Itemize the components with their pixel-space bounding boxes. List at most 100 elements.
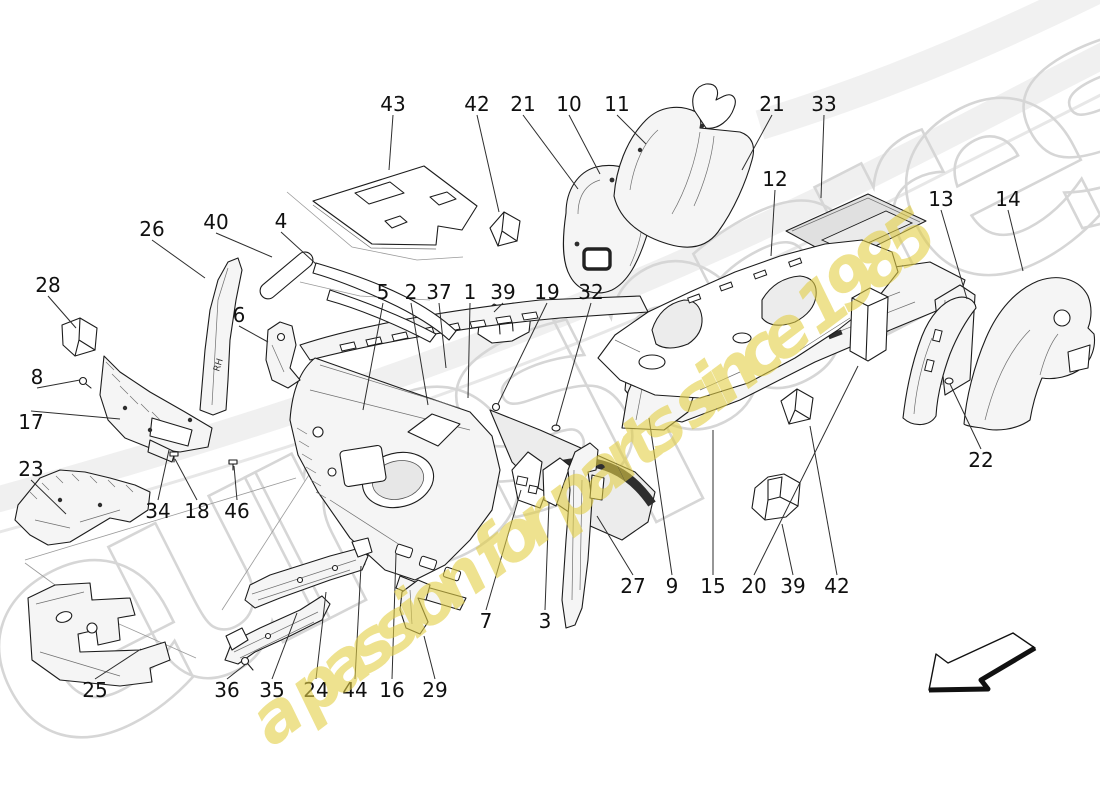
leader-line-3 [544, 501, 550, 611]
callout-14[interactable]: 14 [995, 187, 1020, 211]
callout-20[interactable]: 20 [741, 574, 766, 598]
leader-line-27 [596, 515, 634, 576]
leader-line-11 [616, 114, 647, 145]
part-patch-3 [542, 457, 571, 507]
callout-9[interactable]: 9 [666, 574, 679, 598]
callout-42[interactable]: 42 [464, 92, 489, 116]
leader-line-43 [388, 114, 394, 171]
part-patch-1 [407, 413, 461, 447]
leader-line-23 [30, 479, 67, 515]
callout-43[interactable]: 43 [380, 92, 405, 116]
leader-line-22 [949, 383, 982, 450]
leader-line-26 [151, 239, 206, 279]
part-block-28 [61, 317, 98, 357]
callout-35[interactable]: 35 [259, 678, 284, 702]
leader-line-9 [648, 417, 673, 576]
panel-12-slots [687, 257, 803, 304]
leader-line-21 [741, 114, 773, 171]
callout-18[interactable]: 18 [184, 499, 209, 523]
callout-21[interactable]: 21 [759, 92, 784, 116]
callout-32[interactable]: 32 [578, 280, 603, 304]
callout-12[interactable]: 12 [762, 167, 787, 191]
part-sound-panel-43 [312, 165, 478, 250]
callout-11[interactable]: 11 [604, 92, 629, 116]
callout-6[interactable]: 6 [233, 303, 246, 327]
callout-24[interactable]: 24 [303, 678, 328, 702]
callout-4[interactable]: 4 [275, 209, 288, 233]
callout-28[interactable]: 28 [35, 273, 60, 297]
part-bracket-6 [265, 321, 301, 389]
part-rod-40 [259, 251, 314, 300]
callout-40[interactable]: 40 [203, 210, 228, 234]
callout-21[interactable]: 21 [510, 92, 535, 116]
part-foam-block-42 [489, 211, 521, 247]
leader-line-36 [226, 663, 247, 680]
leader-line-12 [770, 189, 776, 257]
part-foam-block-39b [751, 473, 801, 521]
callout-44[interactable]: 44 [342, 678, 367, 702]
callout-8[interactable]: 8 [31, 365, 44, 389]
callout-39[interactable]: 39 [490, 280, 515, 304]
part-pillar-strip-27 [561, 442, 605, 629]
callout-1[interactable]: 1 [464, 280, 477, 304]
leader-line-5 [362, 302, 384, 411]
part-bracket-24 [244, 537, 373, 609]
screw-8 [78, 376, 92, 389]
clip-46 [228, 459, 238, 471]
leader-line-37 [438, 302, 447, 369]
leader-line-14 [1007, 209, 1024, 272]
callout-22[interactable]: 22 [968, 448, 993, 472]
leader-line-25 [94, 648, 142, 680]
leader-line-42 [476, 114, 500, 213]
callout-25[interactable]: 25 [82, 678, 107, 702]
leader-line-20 [753, 365, 859, 576]
part-wheel-arch-14 [963, 277, 1096, 431]
leader-line-39 [781, 523, 794, 576]
callout-5[interactable]: 5 [377, 280, 390, 304]
callout-13[interactable]: 13 [928, 187, 953, 211]
leader-line-39 [493, 302, 504, 313]
leader-line-28 [47, 295, 77, 329]
part-26-marking: RH [212, 357, 226, 372]
callout-36[interactable]: 36 [214, 678, 239, 702]
callout-33[interactable]: 33 [811, 92, 836, 116]
callout-37[interactable]: 37 [426, 280, 451, 304]
firewall-hatching [296, 427, 327, 499]
callout-10[interactable]: 10 [556, 92, 581, 116]
grommet-22 [944, 377, 954, 385]
callout-34[interactable]: 34 [145, 499, 170, 523]
b-pillar-bracket-7 [511, 451, 547, 509]
leader-line-35 [271, 612, 298, 680]
callout-3[interactable]: 3 [539, 609, 552, 633]
callout-29[interactable]: 29 [422, 678, 447, 702]
callout-39[interactable]: 39 [780, 574, 805, 598]
leader-line-29 [423, 635, 436, 680]
leader-line-6 [238, 325, 269, 343]
callout-7[interactable]: 7 [480, 609, 493, 633]
part-firewall-insulation-17 [99, 355, 213, 463]
part-lower-insulation-23 [14, 469, 151, 546]
leader-line-42 [809, 425, 838, 576]
leader-line-18 [174, 458, 198, 501]
part-arch-strip-13 [902, 296, 977, 426]
callout-16[interactable]: 16 [379, 678, 404, 702]
panel-17-hatching [105, 361, 161, 421]
callout-46[interactable]: 46 [224, 499, 249, 523]
callout-26[interactable]: 26 [139, 217, 164, 241]
sill-slots [394, 543, 462, 582]
part-small-strip-29 [399, 579, 431, 635]
callout-23[interactable]: 23 [18, 457, 43, 481]
leader-line-17 [30, 410, 121, 420]
callout-15[interactable]: 15 [700, 574, 725, 598]
callout-2[interactable]: 2 [405, 280, 418, 304]
callout-27[interactable]: 27 [620, 574, 645, 598]
callout-42[interactable]: 42 [824, 574, 849, 598]
part-pillar-strip-26: RH [199, 257, 243, 416]
callout-17[interactable]: 17 [18, 410, 43, 434]
leader-line-7 [485, 489, 522, 611]
leader-line-19 [497, 302, 548, 405]
callout-19[interactable]: 19 [534, 280, 559, 304]
leader-line-21 [522, 114, 579, 190]
leader-line-44 [354, 565, 362, 680]
